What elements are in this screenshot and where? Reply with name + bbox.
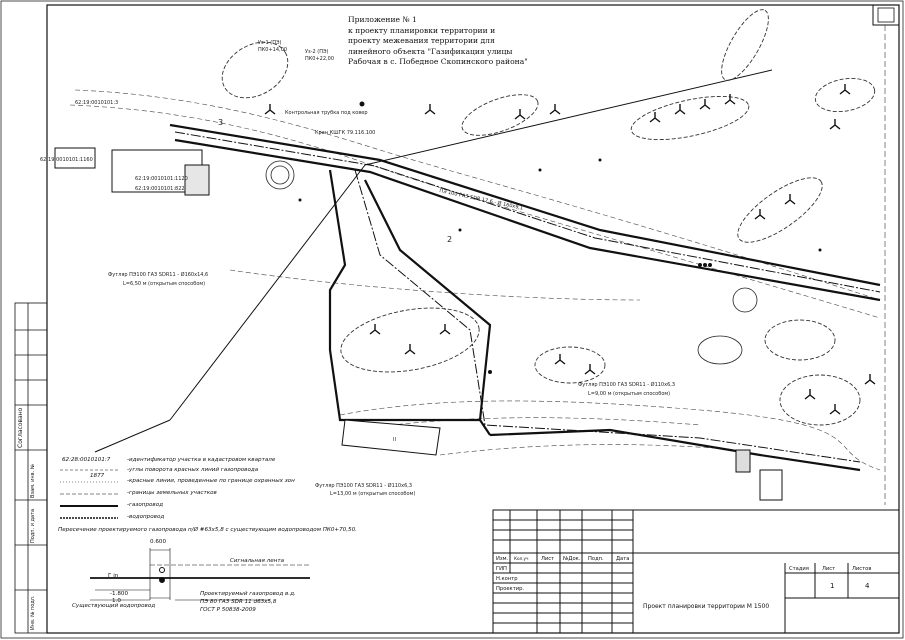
crossing-title: Пересечение проектируемого газопровода п… [58, 527, 357, 533]
tb-gip: ГИП [496, 566, 507, 572]
legend-code-num: 1877 [90, 473, 105, 479]
side-col-1: Взам. инв. № [30, 464, 36, 498]
node-label-uz1-pk: ПК0+14,00 [258, 47, 287, 53]
crossing-existing-water: Существующий водопровод [72, 603, 156, 609]
caption-line-3: проекту межевания территории для [348, 36, 495, 46]
crossing-dim-1: 0.600 [150, 539, 167, 545]
tb-listov: Листов [852, 566, 872, 572]
tb-listov-val: 4 [865, 582, 870, 590]
red-line-boundary [169, 123, 881, 472]
tb-proektir: Проектир. [496, 586, 525, 592]
tb-list: Лист [541, 556, 555, 562]
survey-points [298, 101, 822, 374]
futlyar-3-length: L=13,00 м (открытым способом) [330, 491, 416, 497]
tb-stadia: Стадия [789, 566, 809, 572]
tb-nkontr: Н.контр [496, 576, 518, 582]
crossing-dim-3: 1.0 [112, 598, 121, 604]
parcel-label-d: 62:19:0010101:822 [135, 186, 185, 192]
crossing-dim-2: -1.800 [110, 591, 129, 597]
side-agreed: Согласовано [17, 407, 24, 448]
node-label-uz1: Уз-1 (ПЭ) [258, 40, 282, 46]
caption-line-2: к проекту планировки территории и [348, 25, 496, 35]
tree-clusters [221, 9, 876, 426]
corner-stamp-inner [877, 7, 895, 23]
tb-podp: Подп. [588, 556, 604, 562]
legend-code: 62:28:0010101:7 [62, 457, 111, 463]
gas-pipeline [174, 131, 881, 463]
crossing-proj-gas: Проектируемый газопровод в.д. [200, 591, 296, 597]
drawing-title: Проект планировки территории М 1500 [643, 603, 770, 610]
side-col-2: Подп. и дата [30, 508, 36, 543]
manholes [265, 160, 758, 365]
futlyar-2-length: L=9,00 м (открытым способом) [588, 391, 671, 397]
tb-list-val: 1 [830, 582, 835, 590]
crossing-signal-tape: Сигнальная лента [230, 558, 285, 564]
legend-item-1: -идентификатор участка в кадастровом ква… [127, 457, 276, 463]
side-stamp [14, 302, 48, 634]
mark-3: 3 [218, 118, 224, 127]
node-label-uz2-pk: ПК0+22,00 [305, 56, 334, 62]
buildings [54, 147, 783, 501]
futlyar-2-label: Футляр ПЭ100 ГАЗ SDR11 - Ø110x6,3 [578, 382, 676, 388]
mark-ii: II [393, 437, 396, 443]
tb-kol: Кол.уч [514, 556, 529, 561]
leader-lines [94, 69, 773, 453]
side-col-3: Инв. № подл. [30, 595, 36, 631]
control-tube-label: Контрольная трубка под ковер [285, 110, 368, 116]
futlyar-1-length: L=6,50 м (открытым способом) [123, 281, 206, 287]
parcel-label-a: 62:19:0010101:3 [75, 100, 119, 106]
mark-2: 2 [447, 235, 453, 244]
parcel-label-c: 62:19:0010101:1120 [135, 176, 188, 182]
tb-izm: Изм. [496, 556, 509, 562]
node-label-uz2: Уз-2 (ПЭ) [305, 49, 329, 55]
legend-item-2: -углы поворота красных линий газопровода [127, 467, 259, 473]
tree-symbols [264, 84, 876, 415]
futlyar-1-label: Футляр ПЭ100 ГАЗ SDR11 - Ø160x14,6 [108, 272, 209, 278]
parcel-label-b: 62:19:0010101:1160 [40, 157, 93, 163]
caption-line-5: Рабочая в с. Победное Скопинского района… [348, 57, 528, 67]
legend-samples [60, 469, 118, 519]
legend-item-3: -красные линии, проведенные по границе о… [127, 478, 295, 484]
corner-stamp [872, 4, 900, 26]
legend-item-6: -водопровод [127, 514, 165, 520]
crane-label: Кран КШГК 79.116.100 [315, 130, 376, 136]
caption: Приложение № 1 к проекту планировки терр… [348, 15, 548, 68]
futlyar-3-label: Футляр ПЭ100 ГАЗ SDR11 - Ø110x6,3 [315, 483, 413, 489]
tb-ndok: №Док. [563, 556, 581, 562]
crossing-section [90, 548, 310, 601]
crossing-pipe-spec: ПЭ 80 ГАЗ SDR 11 d63x5,8 [200, 599, 277, 605]
legend-item-5: -газопровод [127, 502, 163, 508]
legend-item-4: -границы земельных участков [127, 490, 217, 496]
tb-data: Дата [616, 556, 630, 562]
road-edges [69, 89, 881, 471]
crossing-label-r: Г in [108, 573, 119, 579]
caption-line-4: линейного объекта "Газификация улицы [348, 46, 513, 56]
caption-line-1: Приложение № 1 [348, 15, 417, 24]
title-block-grid [492, 509, 900, 634]
tb-list2: Лист [822, 566, 836, 572]
crossing-gost: ГОСТ Р 50838-2009 [200, 607, 256, 613]
